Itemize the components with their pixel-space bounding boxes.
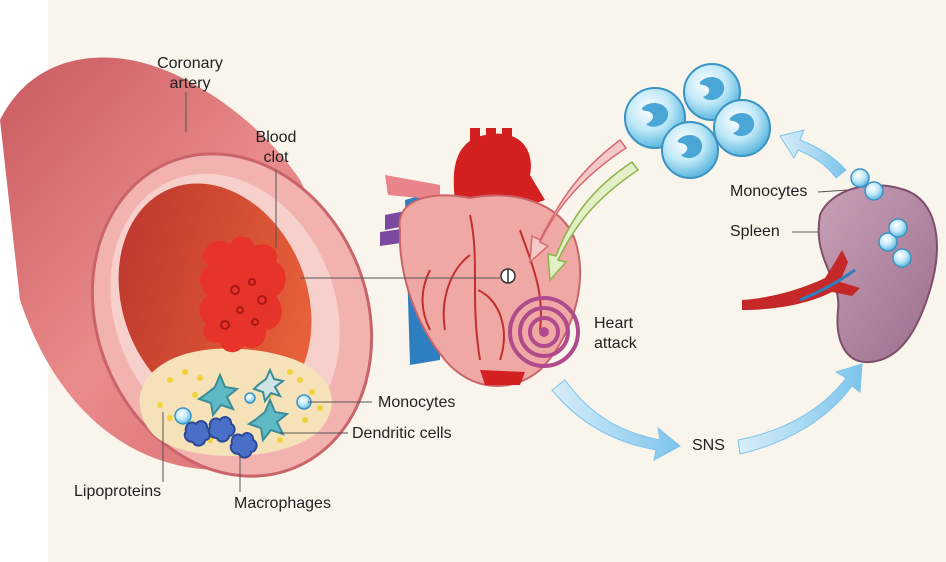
spleen-monocytes (850, 168, 912, 268)
spleen (742, 168, 938, 364)
aorta (453, 133, 545, 215)
label-sns: SNS (692, 437, 725, 454)
label-blood-clot: Blood clot (255, 129, 297, 166)
arrow-spleen-to-monocytes (779, 129, 847, 179)
infarct-rings (508, 296, 580, 368)
label-monocytes-artery: Monocytes (378, 394, 456, 411)
label-coronary-artery: Coronary artery (157, 55, 223, 92)
pink-arrow (529, 138, 628, 264)
inflow-arrows (529, 138, 640, 282)
blood-cells (220, 278, 267, 330)
blood-clot (199, 236, 286, 353)
monocyte-large-4 (713, 99, 771, 157)
macrophages (183, 416, 258, 459)
coronary-vessels (421, 214, 542, 361)
label-lipoproteins: Lipoproteins (74, 483, 162, 500)
arrow-heart-to-sns (551, 379, 681, 461)
monocyte-large-3 (661, 121, 719, 179)
pulmonary-artery-left (385, 175, 440, 200)
pulmonary-vessel-top (470, 128, 480, 150)
label-macrophages: Macrophages (234, 495, 331, 512)
heart-bottom (480, 370, 525, 385)
label-dendritic-cells: Dendritic cells (352, 425, 452, 442)
dendritic-cells (196, 367, 290, 443)
artery-monocytes (174, 392, 312, 425)
cycle-arrows (551, 129, 863, 461)
arrow-sns-to-spleen (737, 363, 863, 455)
label-heart-attack: Heart attack (594, 315, 637, 352)
green-arrow (547, 160, 640, 282)
splenic-vein (799, 268, 856, 302)
label-monocytes-spleen: Monocytes (730, 183, 808, 200)
label-spleen: Spleen (730, 223, 780, 240)
large-monocytes (624, 63, 771, 179)
leader-lines (162, 92, 849, 492)
